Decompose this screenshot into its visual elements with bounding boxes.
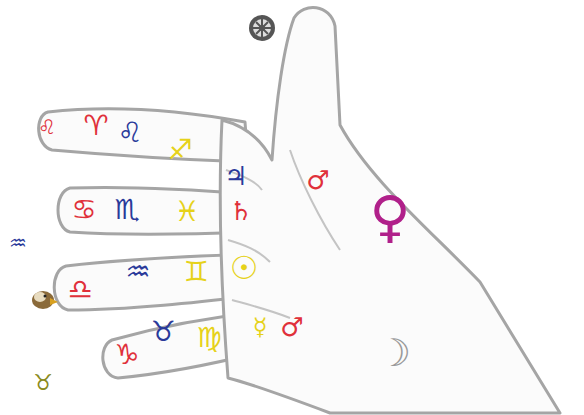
- zodiac-symbol: ♊: [183, 258, 208, 286]
- planet-symbol: ♂: [306, 167, 329, 193]
- index-finger: [39, 109, 248, 162]
- zodiac-symbol: ♓: [174, 198, 199, 226]
- zodiac-symbol: ♐: [167, 136, 192, 164]
- zodiac-symbol: ♉: [150, 318, 175, 346]
- zodiac-symbol: ♎: [67, 276, 92, 304]
- zodiac-symbol: ♌: [38, 117, 56, 137]
- planet-symbol: ☿: [253, 315, 268, 339]
- zodiac-symbol: ♋: [71, 196, 96, 224]
- planet-symbol: ♂: [280, 314, 303, 340]
- planet-symbol: ☽: [377, 334, 411, 372]
- thumb-crease: [290, 150, 340, 250]
- zodiac-symbol: ♏: [114, 196, 139, 224]
- zodiac-symbol: ♍: [196, 324, 221, 352]
- planet-symbol: ♃: [224, 163, 247, 189]
- planet-symbol: ☉: [230, 252, 259, 284]
- eagle-icon: [32, 291, 58, 309]
- planet-symbol: ♀: [369, 189, 410, 245]
- wheel-icon: [249, 15, 275, 41]
- zodiac-symbol: ♒: [9, 233, 27, 253]
- zodiac-symbol: ♌: [117, 119, 142, 147]
- zodiac-symbol: ♈: [83, 112, 108, 140]
- palm-and-thumb: [220, 8, 560, 413]
- zodiac-symbol: ♑: [114, 341, 139, 369]
- zodiac-symbol: ♒: [125, 258, 150, 286]
- planet-symbol: ♄: [229, 198, 252, 224]
- zodiac-symbol: ♉: [33, 372, 53, 394]
